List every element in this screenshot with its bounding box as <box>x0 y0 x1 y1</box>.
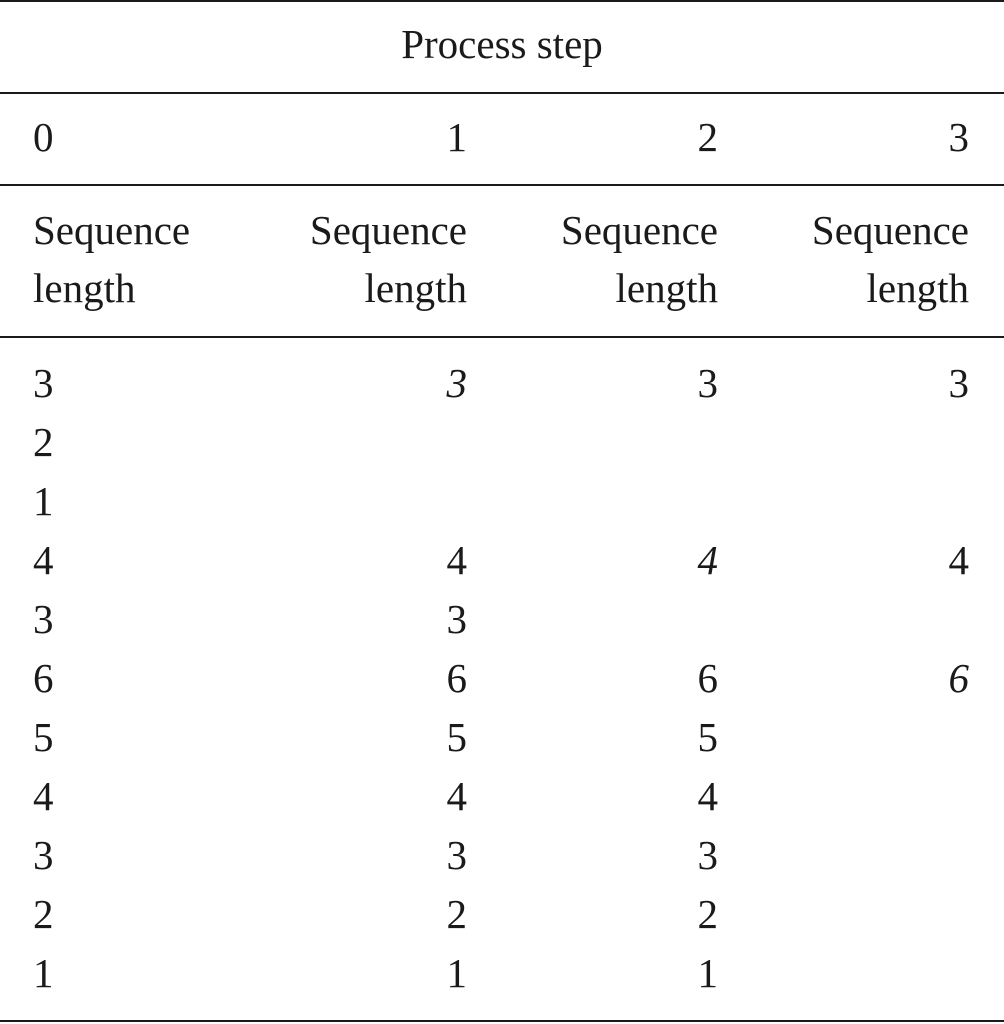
column-header-line1: Sequence <box>33 207 191 253</box>
table-cell: 2 <box>33 891 54 937</box>
table-cell: 4 <box>33 773 54 819</box>
table-cell: 1 <box>33 950 54 996</box>
table-cell: 3 <box>33 596 54 642</box>
table-cell: 5 <box>697 714 719 760</box>
column-header-1: Sequence length <box>310 201 467 317</box>
column-header-line2: length <box>615 265 718 311</box>
step-label-1: 1 <box>446 114 468 160</box>
column-header-line2: length <box>866 265 969 311</box>
table-cell: 6 <box>948 655 970 701</box>
table-cell: 3 <box>33 360 54 406</box>
table-cell: 3 <box>33 832 54 878</box>
table-cell: 4 <box>33 537 54 583</box>
table-cell: 4 <box>948 537 970 583</box>
bottom-rule <box>0 1020 1004 1022</box>
step-rule <box>0 184 1004 186</box>
column-header-2: Sequence length <box>561 201 718 317</box>
table-cell: 6 <box>697 655 719 701</box>
step-label-0: 0 <box>33 114 54 160</box>
column-header-line1: Sequence <box>811 207 969 253</box>
column-header-line2: length <box>33 265 136 311</box>
table-cell: 6 <box>33 655 54 701</box>
table-cell: 4 <box>446 773 468 819</box>
table-cell: 3 <box>446 596 468 642</box>
column-header-0: Sequence length <box>33 201 190 317</box>
table-cell: 2 <box>33 419 54 465</box>
column-header-3: Sequence length <box>812 201 969 317</box>
step-label-2: 2 <box>697 114 719 160</box>
column-header-line1: Sequence <box>309 207 467 253</box>
column-header-line2: length <box>364 265 467 311</box>
table-cell: 3 <box>697 360 719 406</box>
table-cell: 1 <box>446 950 468 996</box>
title-rule <box>0 92 1004 94</box>
table-cell: 5 <box>33 714 54 760</box>
table-cell: 6 <box>446 655 468 701</box>
table-cell: 3 <box>948 360 970 406</box>
table-cell: 1 <box>697 950 719 996</box>
table-cell: 1 <box>33 478 54 524</box>
table-cell: 4 <box>697 537 719 583</box>
top-rule <box>0 0 1004 2</box>
table-cell: 3 <box>446 832 468 878</box>
table-cell: 4 <box>697 773 719 819</box>
table-cell: 2 <box>697 891 719 937</box>
table-cell: 3 <box>446 360 468 406</box>
header-rule <box>0 336 1004 338</box>
table-title: Process step <box>401 21 603 67</box>
table-cell: 5 <box>446 714 468 760</box>
table-cell: 2 <box>446 891 468 937</box>
column-header-line1: Sequence <box>560 207 718 253</box>
step-label-3: 3 <box>948 114 970 160</box>
table-cell: 3 <box>697 832 719 878</box>
table-cell: 4 <box>446 537 468 583</box>
